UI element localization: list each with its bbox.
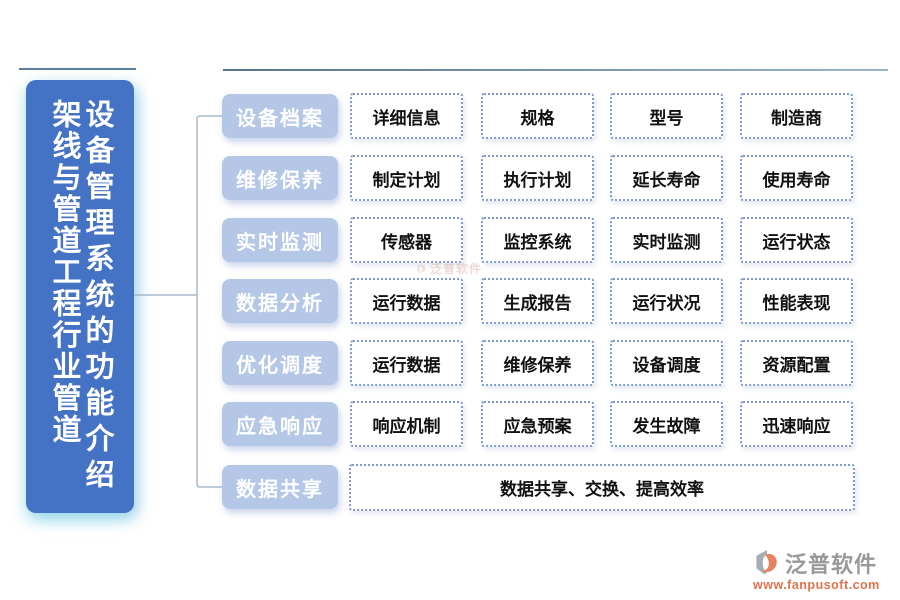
item-box: 资源配置 (740, 340, 853, 386)
item-box: 使用寿命 (740, 155, 853, 201)
branch-label-realtime-monitoring: 实时监测 (222, 218, 338, 262)
item-box: 性能表现 (740, 278, 853, 324)
item-box: 执行计划 (481, 155, 594, 201)
brand-name: 泛普软件 (785, 552, 878, 577)
branch-label-equipment-archive: 设备档案 (222, 94, 338, 138)
item-box: 延长寿命 (610, 155, 723, 201)
item-box: 设备调度 (610, 340, 723, 386)
root-topic-title: 设备管理系统的功能介绍 架线与管道工程行业管道 (45, 99, 115, 495)
item-box: 运行状况 (610, 278, 723, 324)
branch-label-data-sharing: 数据共享 (222, 465, 338, 509)
item-box: 传感器 (350, 217, 463, 263)
item-box-wide: 数据共享、交换、提高效率 (349, 464, 855, 511)
item-box: 生成报告 (481, 278, 594, 324)
item-box: 运行状态 (740, 217, 853, 263)
brand-url: www.fanpusoft.com (753, 578, 880, 592)
item-box: 应急预案 (481, 401, 594, 447)
item-box: 响应机制 (350, 401, 463, 447)
branch-label-optimized-dispatch: 优化调度 (222, 341, 338, 385)
branch-label-data-analysis: 数据分析 (222, 279, 338, 323)
item-box: 型号 (610, 93, 723, 139)
branch-label-maintenance: 维修保养 (222, 156, 338, 200)
branch-label-emergency-response: 应急响应 (222, 402, 338, 446)
root-topic-panel: 设备管理系统的功能介绍 架线与管道工程行业管道 (26, 80, 134, 513)
item-box: 规格 (481, 93, 594, 139)
item-box: 迅速响应 (740, 401, 853, 447)
root-topic-line1: 设备管理系统的功能介绍 (81, 98, 113, 495)
watermark-logo-icon (417, 263, 426, 274)
item-box: 详细信息 (350, 93, 463, 139)
item-box: 实时监测 (610, 217, 723, 263)
watermark-text: 泛普软件 (430, 262, 483, 276)
item-box: 运行数据 (350, 340, 463, 386)
top-rule-right (223, 69, 888, 71)
item-box: 制造商 (740, 93, 853, 139)
top-rule-left (19, 68, 136, 70)
brand-logo-icon (756, 549, 777, 575)
item-box: 制定计划 (350, 155, 463, 201)
item-box: 运行数据 (350, 278, 463, 324)
watermark: 泛普软件 (416, 260, 482, 277)
item-box: 发生故障 (610, 401, 723, 447)
item-box: 监控系统 (481, 217, 594, 263)
brand-logo: 泛普软件 www.fanpusoft.com (753, 549, 880, 592)
item-box: 维修保养 (481, 340, 594, 386)
root-topic-line2: 架线与管道工程行业管道 (48, 98, 80, 446)
